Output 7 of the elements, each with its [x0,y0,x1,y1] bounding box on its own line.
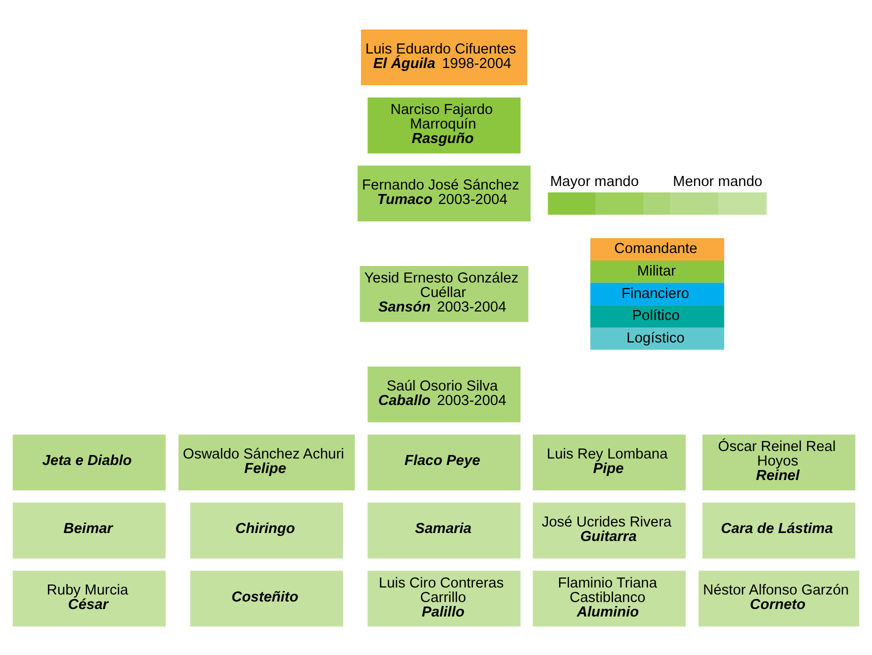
label: Menor mando [672,174,762,190]
legend-label: Logístico [626,330,685,346]
legend-label: Financiero [622,285,690,302]
legend-label: Comandante [614,240,698,257]
legend-label: Militar [637,262,676,279]
label: Mayor mando [550,174,639,190]
legend-label: Político [632,308,680,324]
